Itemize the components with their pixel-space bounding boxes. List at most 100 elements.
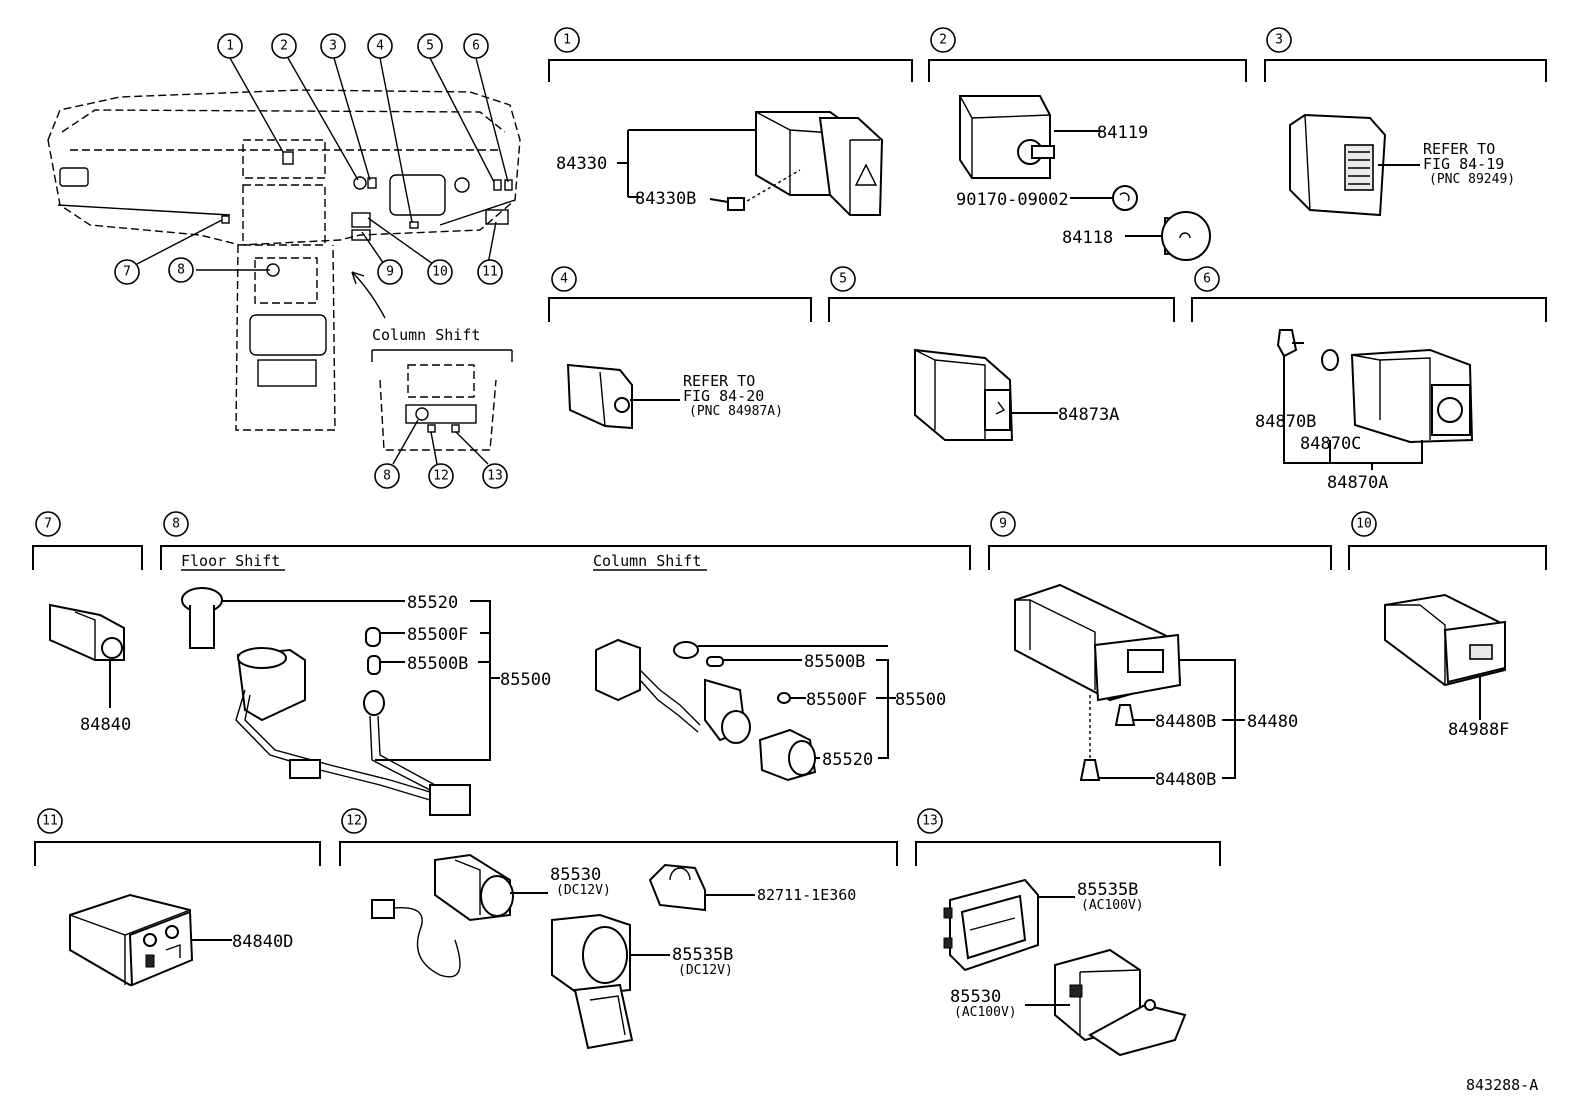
svg-text:11: 11 <box>482 265 498 280</box>
svg-text:2: 2 <box>280 39 288 54</box>
svg-text:3: 3 <box>329 39 337 54</box>
section-12: 12 85530 (DC12V) 82711-1E360 85535B (DC1… <box>339 808 898 1050</box>
part-85500-column: 85500 <box>895 690 946 710</box>
svg-text:6: 6 <box>1203 272 1211 287</box>
section-9: 9 84480B 84480 84480B <box>988 511 1332 790</box>
part-84480B-lower: 84480B <box>1155 770 1216 790</box>
part-84840D: 84840D <box>232 932 293 952</box>
part-85500B-column: 85500B <box>804 652 865 672</box>
inset-title: Column Shift <box>372 326 480 344</box>
section-11: 11 84840D <box>34 808 321 987</box>
svg-text:12: 12 <box>433 469 449 484</box>
part-85530-dc12v: 85530 <box>550 865 601 885</box>
refer-3-line1: REFER TO <box>1423 140 1495 158</box>
callout-7: 7 <box>114 259 140 285</box>
note-85535B-ac100v: (AC100V) <box>1081 898 1144 913</box>
svg-text:1: 1 <box>226 39 234 54</box>
svg-text:8: 8 <box>172 517 180 532</box>
refer-4-line2: FIG 84-20 <box>683 387 764 405</box>
svg-text:9: 9 <box>999 517 1007 532</box>
part-85535B-dc12v: 85535B <box>672 945 733 965</box>
callout-8: 8 <box>168 257 194 283</box>
refer-3-line3: (PNC 89249) <box>1429 172 1515 187</box>
part-84988F: 84988F <box>1448 720 1509 740</box>
svg-text:12: 12 <box>346 814 362 829</box>
part-85500-floor: 85500 <box>500 670 551 690</box>
column-shift-title: Column Shift <box>593 552 701 570</box>
note-85530-dc12v: (DC12V) <box>556 883 611 898</box>
switch-84988F-illustration <box>1384 593 1506 687</box>
part-84330: 84330 <box>556 154 607 174</box>
section-4: 4 REFER TO FIG 84-20 (PNC 84987A) <box>548 266 812 430</box>
section-7: 7 84840 <box>32 511 143 735</box>
switch-3-illustration <box>1289 113 1387 217</box>
part-85500B-floor: 85500B <box>407 654 468 674</box>
callout-1: 1 <box>217 33 243 59</box>
svg-text:7: 7 <box>44 517 52 532</box>
svg-text:5: 5 <box>426 39 434 54</box>
part-84873A: 84873A <box>1058 405 1119 425</box>
svg-text:11: 11 <box>42 814 58 829</box>
part-85535B-ac100v: 85535B <box>1077 880 1138 900</box>
svg-text:10: 10 <box>432 265 448 280</box>
column-shift-lighter-illustration <box>595 638 817 782</box>
switch-84480-illustration <box>1014 583 1182 781</box>
callout-9: 9 <box>377 259 403 285</box>
part-82711-1E360: 82711-1E360 <box>757 886 856 904</box>
svg-text:6: 6 <box>472 39 480 54</box>
callout-10: 10 <box>427 259 453 285</box>
switch-84840-illustration <box>49 603 125 661</box>
section-1: 1 84330 84330B <box>548 27 913 216</box>
part-84840: 84840 <box>80 715 131 735</box>
part-90170-09002: 90170-09002 <box>956 190 1069 210</box>
inset-callout-13: 13 <box>482 463 508 489</box>
part-84870A: 84870A <box>1327 473 1388 493</box>
section-6: 6 84870B 84870C 84870A <box>1191 266 1547 493</box>
switch-84870A-illustration <box>1276 329 1474 444</box>
refer-4-line3: (PNC 84987A) <box>689 404 783 419</box>
callout-5: 5 <box>417 33 443 59</box>
svg-text:1: 1 <box>563 33 571 48</box>
switch-4-illustration <box>566 363 633 430</box>
note-85535B-dc12v: (DC12V) <box>678 963 733 978</box>
section-13: 13 85535B (AC100V) 85530 (AC100V) <box>915 808 1221 1057</box>
svg-text:10: 10 <box>1356 517 1372 532</box>
part-85530-ac100v: 85530 <box>950 987 1001 1007</box>
floor-shift-title: Floor Shift <box>181 552 280 570</box>
callout-2: 2 <box>271 33 297 59</box>
figure-code: 843288-A <box>1466 1076 1538 1094</box>
svg-text:4: 4 <box>560 272 568 287</box>
section-3: 3 REFER TO FIG 84-19 (PNC 89249) <box>1264 27 1547 217</box>
part-84330B: 84330B <box>635 189 696 209</box>
switch-84119-illustration <box>959 95 1211 261</box>
part-84119: 84119 <box>1097 123 1148 143</box>
inset-callout-12: 12 <box>428 463 454 489</box>
svg-text:13: 13 <box>922 814 938 829</box>
socket-12v-illustration <box>371 853 706 1050</box>
note-85530-ac100v: (AC100V) <box>954 1005 1017 1020</box>
column-shift-inset: Column Shift 8 12 13 <box>371 326 513 489</box>
svg-text:5: 5 <box>839 272 847 287</box>
svg-text:8: 8 <box>177 263 185 278</box>
part-85500F-column: 85500F <box>806 690 867 710</box>
svg-text:2: 2 <box>939 33 947 48</box>
part-85520-column: 85520 <box>822 750 873 770</box>
callout-6: 6 <box>463 33 489 59</box>
section-2: 2 84119 90170-09002 84118 <box>928 27 1247 261</box>
section-5: 5 84873A <box>828 266 1175 441</box>
floor-shift-lighter-illustration <box>181 587 471 816</box>
part-84870B: 84870B <box>1255 412 1316 432</box>
callout-3: 3 <box>320 33 346 59</box>
section-8: 8 Floor Shift Column Shift 85520 85500F … <box>160 511 971 816</box>
switch-84840D-illustration <box>69 893 194 987</box>
part-84480: 84480 <box>1247 712 1298 732</box>
instrument-panel-overview: 1 2 3 4 5 6 7 8 9 10 11 Column Shift 8 1… <box>47 33 521 489</box>
callout-4: 4 <box>367 33 393 59</box>
inset-callout-8: 8 <box>374 463 400 489</box>
svg-text:7: 7 <box>123 265 131 280</box>
svg-text:8: 8 <box>383 469 391 484</box>
part-84480B-upper: 84480B <box>1155 712 1216 732</box>
hazard-switch-illustration <box>727 111 884 216</box>
switch-84873A-illustration <box>914 348 1014 441</box>
